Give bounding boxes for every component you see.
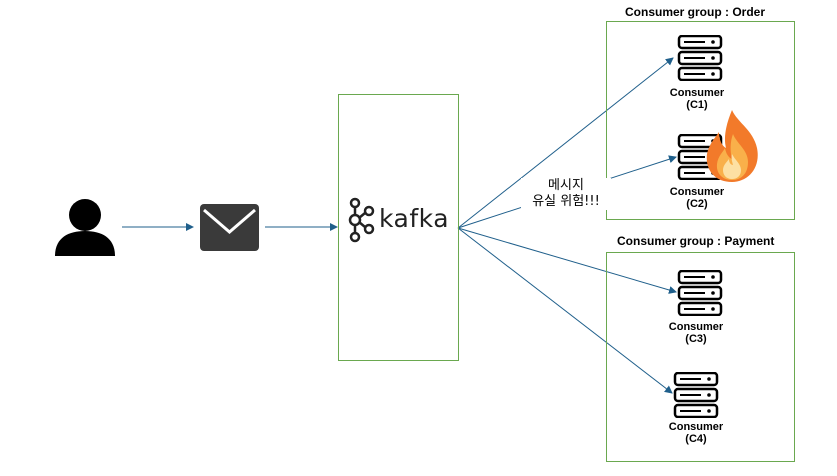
group-title-payment: Consumer group : Payment: [617, 234, 775, 248]
server-icon: [677, 35, 723, 81]
consumer-id: (C3): [685, 333, 707, 345]
fire-icon: [706, 110, 758, 182]
group-title-order: Consumer group : Order: [625, 5, 766, 19]
consumer-c2-label: Consumer (C2): [657, 186, 737, 210]
warning-line-1: 메시지: [548, 178, 584, 193]
consumer-name: Consumer: [668, 421, 724, 433]
consumer-group-order-box: [606, 21, 795, 220]
consumer-id: (C4): [685, 433, 707, 445]
kafka-logo-icon: [348, 197, 375, 243]
warning-line-2: 유실 위험!!!: [532, 194, 600, 209]
arrow-kafka-to-c3: [457, 227, 677, 294]
consumer-name: Consumer: [669, 186, 725, 198]
server-icon: [677, 270, 723, 316]
consumer-id: (C1): [686, 99, 708, 111]
envelope-icon: [200, 204, 259, 251]
message-loss-warning: 메시지 유실 위험!!!: [521, 178, 611, 210]
consumer-name: Consumer: [669, 87, 725, 99]
consumer-c3-label: Consumer (C3): [656, 321, 736, 345]
kafka-broker-box: [338, 94, 459, 361]
consumer-group-payment-box: [606, 252, 795, 462]
arrow-kafka-to-c1: [457, 57, 674, 229]
user-icon: [55, 199, 115, 256]
consumer-c4-label: Consumer (C4): [656, 421, 736, 445]
server-icon: [673, 372, 719, 418]
consumer-id: (C2): [686, 198, 708, 210]
consumer-name: Consumer: [668, 321, 724, 333]
arrow-kafka-to-c4: [457, 227, 673, 394]
kafka-label: kafka: [379, 204, 450, 233]
consumer-c1-label: Consumer (C1): [657, 87, 737, 111]
